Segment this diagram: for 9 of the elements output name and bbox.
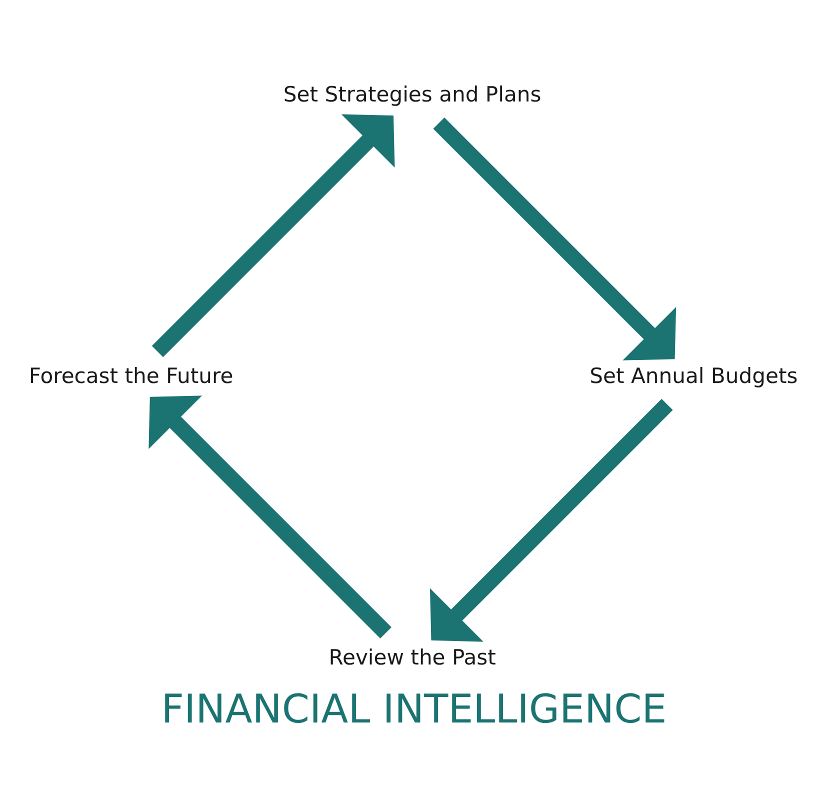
- arrow: [148, 395, 392, 638]
- node-text: Forecast the Future: [28, 362, 234, 388]
- arrow: [433, 117, 676, 360]
- node-text: Review the Past: [328, 644, 496, 669]
- node-text: Set Annual Budgets: [590, 362, 798, 388]
- arrow: [152, 114, 395, 357]
- diagram-title: FINANCIAL INTELLIGENCE: [161, 686, 667, 732]
- arrow: [430, 398, 673, 642]
- node-text: Set Strategies and Plans: [283, 81, 542, 106]
